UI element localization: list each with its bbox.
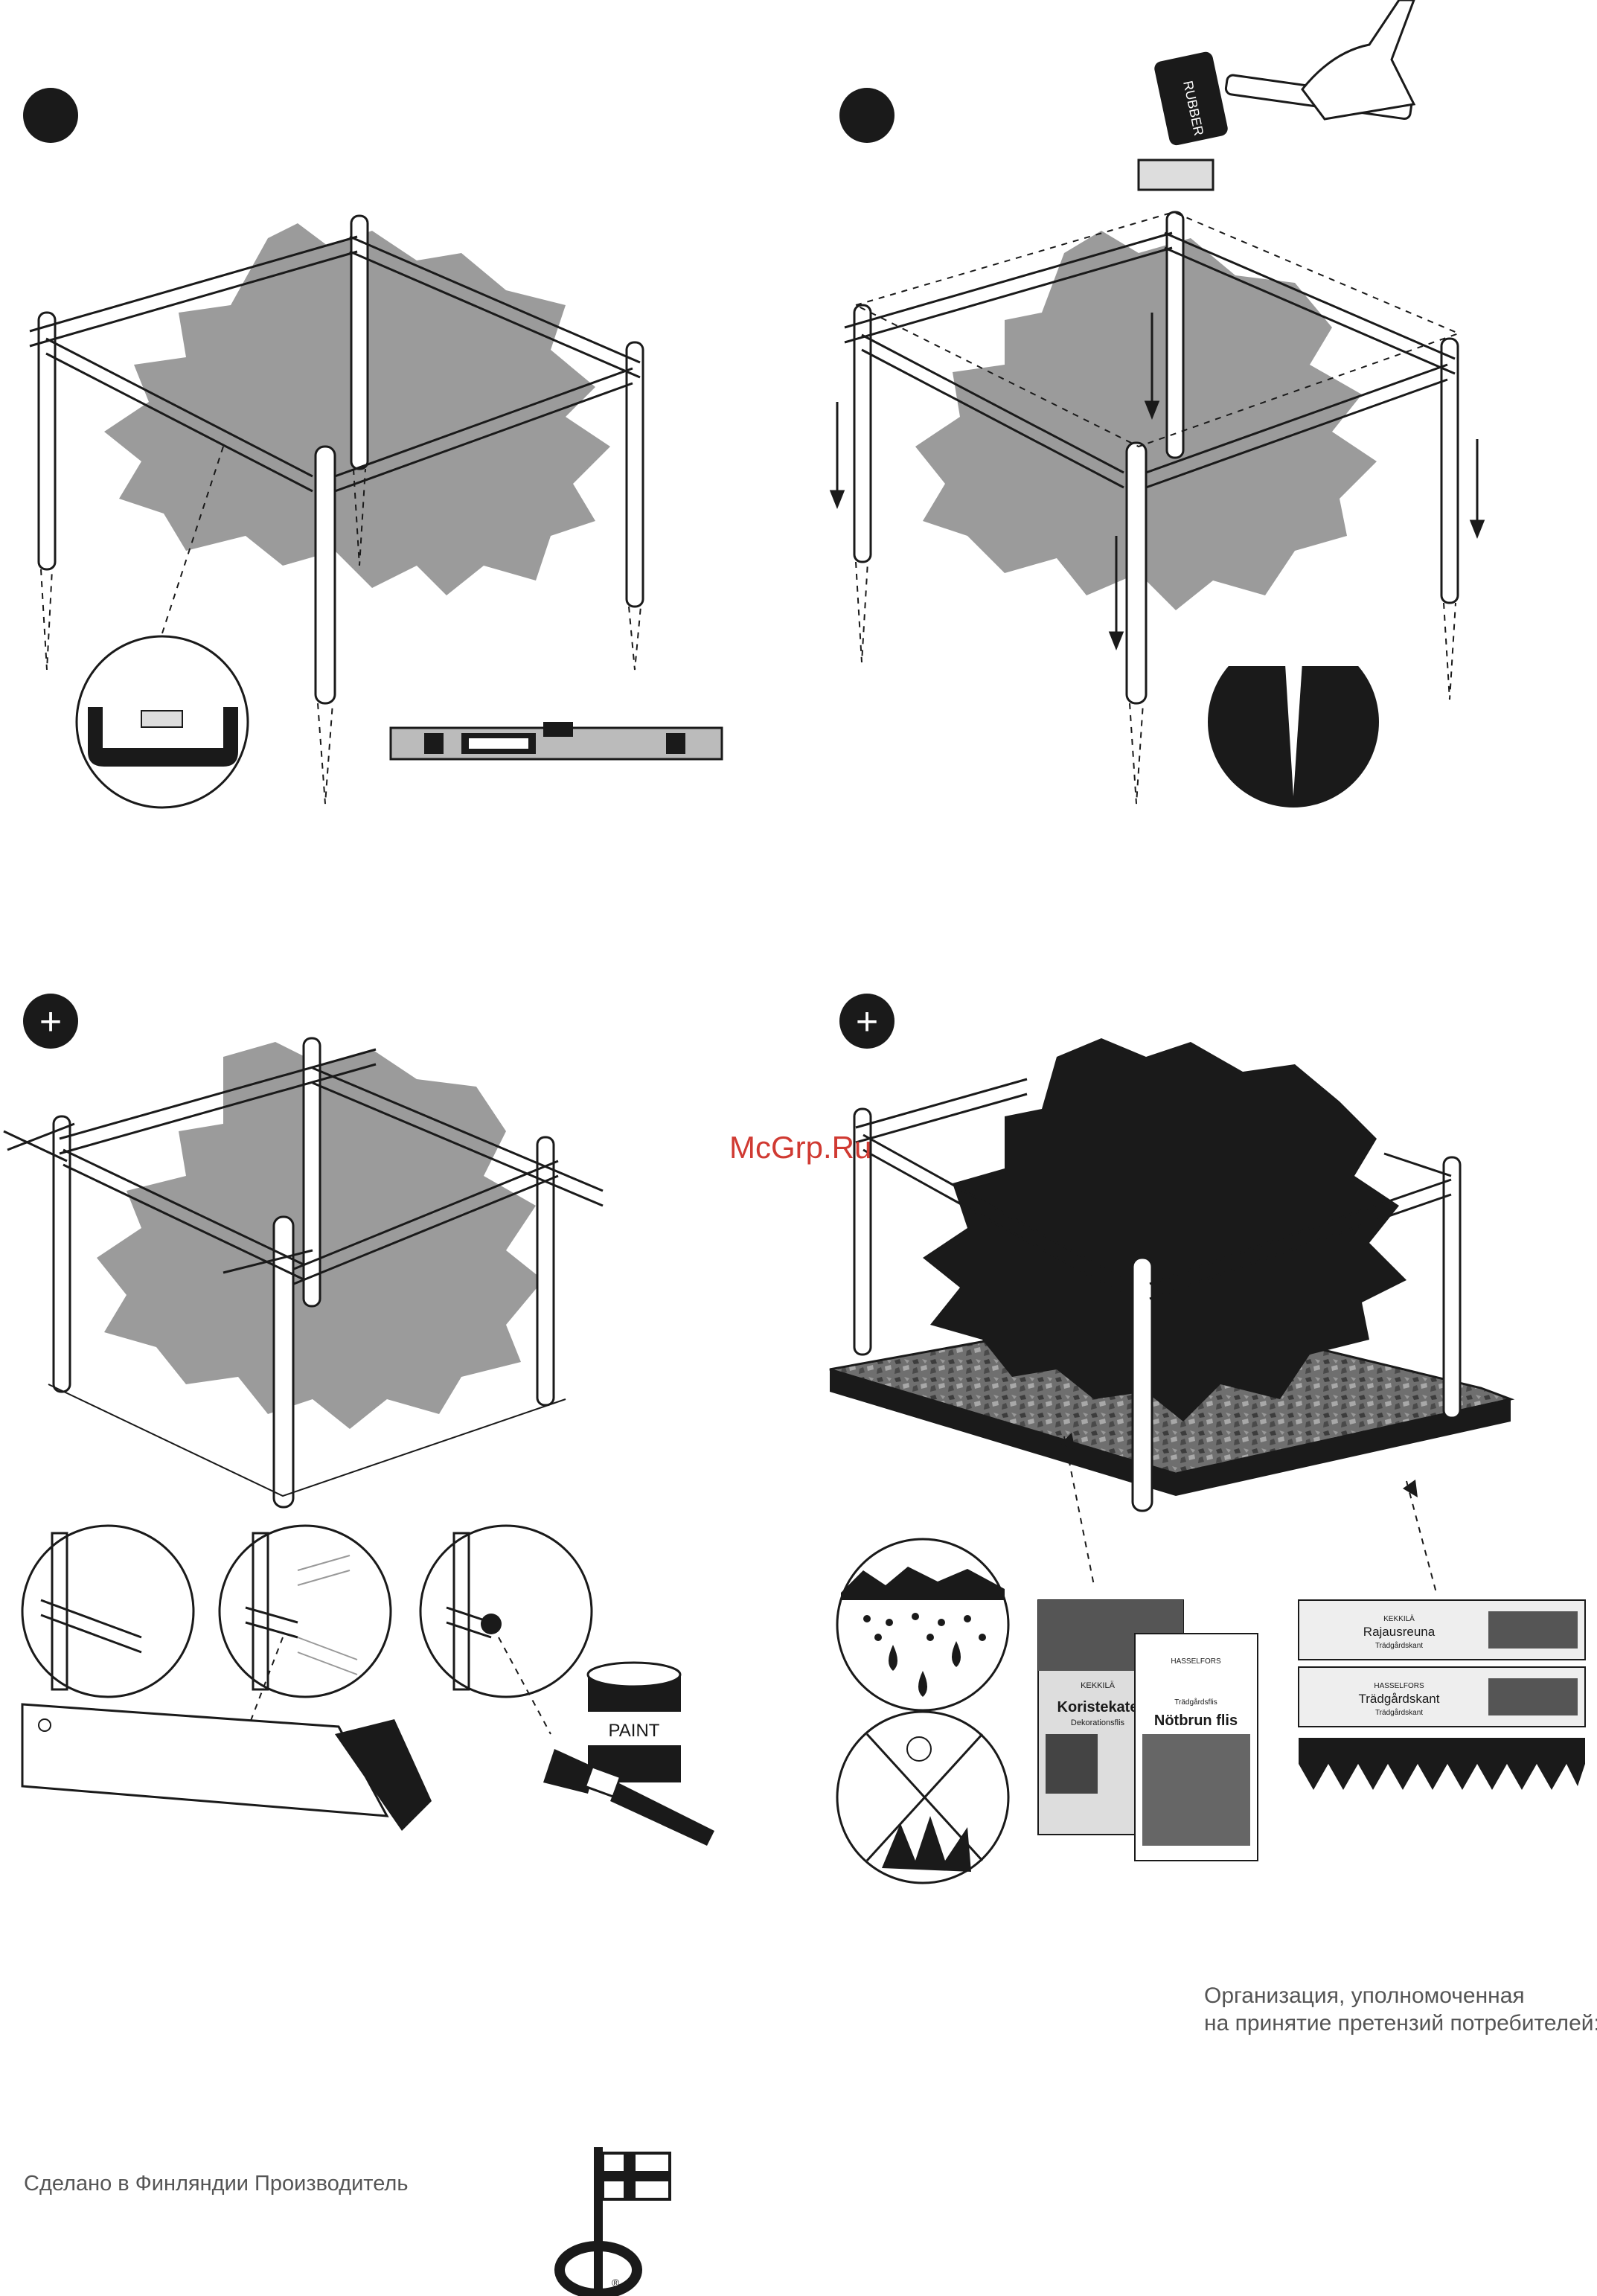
- rubber-mallet-icon: RUBBER: [1139, 0, 1414, 190]
- edge2-brand: HASSELFORS: [1374, 1682, 1424, 1690]
- svg-text:®: ®: [612, 2277, 620, 2289]
- edge1-brand: KEKKILÄ: [1383, 1614, 1415, 1623]
- paint-can-label: PAINT: [609, 1721, 660, 1741]
- paint-can-icon: PAINT: [588, 1663, 681, 1782]
- level-detail: [77, 636, 248, 808]
- mulch-bag-2: HASSELFORS Trädgårdsflis Nötbrun flis: [1135, 1634, 1258, 1861]
- saw-icon: [22, 1704, 432, 1831]
- org-authorized-line-2: на принятие претензий потребителей:: [1204, 2011, 1597, 2036]
- panel-tip-2: +: [830, 994, 1585, 1883]
- mulch-detail: [837, 1539, 1008, 1710]
- edge2-name: Trädgårdskant: [1359, 1692, 1440, 1706]
- key-flag-logo-icon: ®: [560, 2147, 670, 2294]
- tip-marker-1-text: +: [39, 1000, 62, 1043]
- bag1-name: Koristekate: [1057, 1699, 1139, 1715]
- edge1-subtitle: Trädgårdskant: [1375, 1641, 1423, 1650]
- bag2-brand: HASSELFORS: [1171, 1657, 1221, 1666]
- panel-tip-1: +: [4, 994, 714, 1846]
- panel-step-1: [23, 88, 722, 808]
- edging-product-1: KEKKILÄ Rajausreuna Trädgårdskant: [1299, 1600, 1585, 1660]
- panel-step-2: RUBBER: [831, 0, 1483, 808]
- stake-detail: [1208, 633, 1379, 808]
- step-marker-2: [839, 88, 894, 143]
- bag2-tag: Trädgårdsflis: [1174, 1698, 1217, 1707]
- tip-marker-2-text: +: [856, 1000, 878, 1043]
- watermark-text: McGrp.Ru: [729, 1130, 871, 1165]
- weed-detail: [837, 1712, 1008, 1883]
- edging-product-2: HASSELFORS Trädgårdskant Trädgårdskant: [1299, 1667, 1585, 1727]
- step-marker-1: [23, 88, 78, 143]
- made-in-finland-text: Сделано в Финляндии Производитель: [24, 2172, 408, 2196]
- edging-strip: [1299, 1738, 1585, 1790]
- bag1-subtitle: Dekorationsflis: [1071, 1718, 1125, 1727]
- edge2-subtitle: Trädgårdskant: [1375, 1708, 1423, 1717]
- cut-detail-circles: [22, 1526, 592, 1697]
- org-authorized-line-1: Организация, уполномоченная: [1204, 1983, 1525, 2009]
- bag2-name: Nötbrun flis: [1154, 1713, 1238, 1729]
- spirit-level-icon: [391, 722, 722, 759]
- edge1-name: Rajausreuna: [1363, 1625, 1436, 1639]
- bag1-brand: KEKKILÄ: [1081, 1681, 1116, 1690]
